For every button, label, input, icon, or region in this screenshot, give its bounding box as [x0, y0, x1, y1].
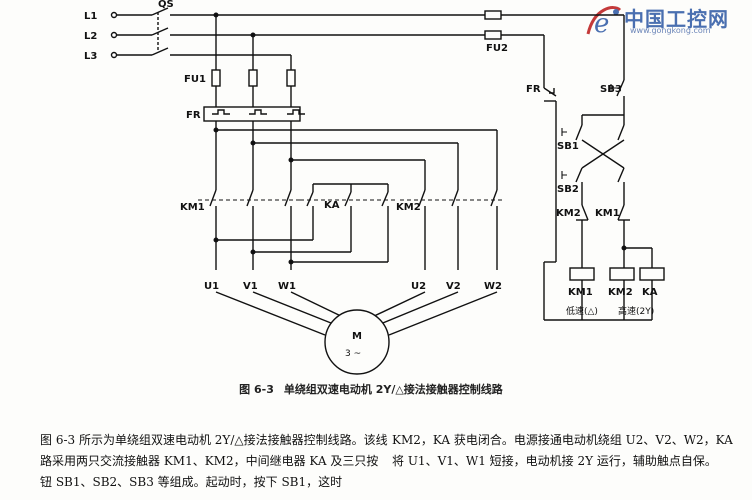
- label-ka: KA: [324, 200, 340, 211]
- label-km1: KM1: [180, 202, 205, 213]
- low-speed-label: 低速(△): [566, 305, 598, 317]
- label-qs: QS: [158, 0, 174, 10]
- coil-label-km1: KM1: [568, 287, 593, 298]
- label-km1-aux: KM1: [595, 208, 620, 219]
- svg-text:e: e: [594, 9, 609, 38]
- label-fu2: FU2: [486, 43, 508, 54]
- label-fr-control: FR: [526, 84, 541, 95]
- label-l1: L1: [84, 11, 97, 22]
- label-v1: V1: [243, 281, 258, 292]
- label-fu1: FU1: [184, 74, 206, 85]
- motor-label: M: [352, 331, 362, 342]
- label-sb1: SB1: [557, 141, 579, 152]
- figure-number: 图 6-3: [239, 383, 274, 396]
- label-w1: W1: [278, 281, 296, 292]
- label-km2: KM2: [396, 202, 421, 213]
- logo-mark-icon: e: [586, 6, 622, 38]
- label-l3: L3: [84, 51, 97, 62]
- label-sb3: SB3: [600, 84, 622, 95]
- label-w2: W2: [484, 281, 502, 292]
- figure-title: 单绕组双速电动机 2Y/△接法接触器控制线路: [283, 383, 503, 396]
- motor-phase-label: 3 ~: [345, 349, 361, 359]
- watermark-brand: 中国工控网: [624, 7, 729, 31]
- label-u1: U1: [204, 281, 219, 292]
- watermark-url: www.gongkong.com: [630, 26, 711, 35]
- figure-caption: 图 6-3 单绕组双速电动机 2Y/△接法接触器控制线路: [0, 381, 752, 397]
- label-l2: L2: [84, 31, 97, 42]
- coil-label-km2: KM2: [608, 287, 633, 298]
- label-u2: U2: [411, 281, 426, 292]
- watermark-logo: e 中国工控网 www.gongkong.com: [584, 2, 750, 38]
- body-text-left: 图 6-3 所示为单绕组双速电动机 2Y/△接法接触器控制线路。该线路采用两只交…: [40, 433, 388, 489]
- label-sb2: SB2: [557, 184, 579, 195]
- label-v2: V2: [446, 281, 461, 292]
- coil-label-ka: KA: [642, 287, 658, 298]
- body-text-right: KM2，KA 获电闭合。电源接通电动机绕组 U2、V2、W2，KA 将 U1、V…: [392, 433, 733, 468]
- label-fr: FR: [186, 110, 201, 121]
- label-km2-aux: KM2: [556, 208, 581, 219]
- circuit-svg: L1 L2 L3 QS FU1 FU2 FR FR KM1 KA KM2 U1 …: [84, 0, 665, 375]
- high-speed-label: 高速(2Y): [618, 305, 654, 317]
